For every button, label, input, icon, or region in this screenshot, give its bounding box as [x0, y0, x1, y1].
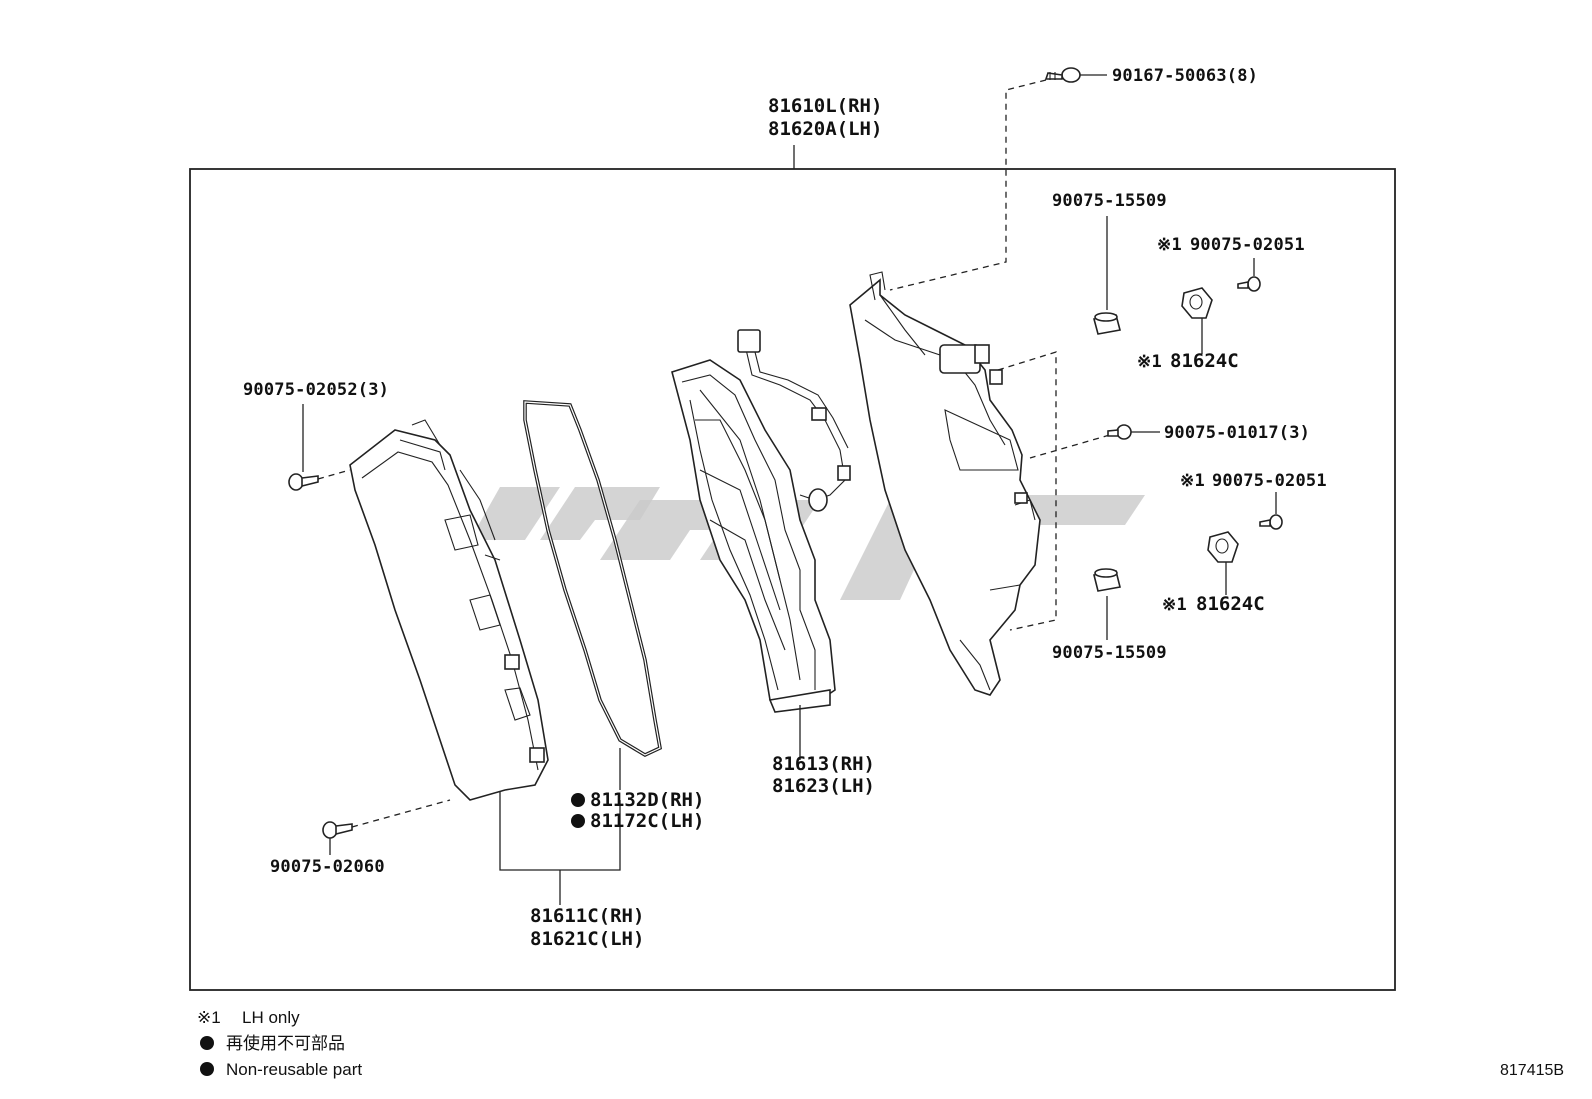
lamp-housing — [849, 271, 1041, 696]
screw-left-label: 90075-02052(3) — [243, 380, 389, 400]
screw-lh-lower-label: 90075-02051 — [1212, 471, 1327, 491]
legend-bullet-en — [200, 1062, 214, 1076]
nut-lower-icon — [1207, 531, 1239, 563]
nut-upper-label: 81624C — [1170, 350, 1239, 372]
screw-lh-upper-icon — [1237, 276, 1261, 292]
assembly-label-rh: 81610L(RH) — [768, 95, 882, 117]
screw-lh-upper-mark: ※1 — [1157, 235, 1182, 255]
grommet-upper-label: 90075-15509 — [1052, 191, 1167, 211]
legend-nonreusable-en: Non-reusable part — [226, 1060, 362, 1079]
legend: ※1 LH only 再使用不可部品 Non-reusable part — [197, 1008, 362, 1079]
grommet-upper-icon — [1093, 312, 1121, 335]
nut-upper-mark: ※1 — [1137, 352, 1162, 372]
legend-note1-text: LH only — [242, 1008, 300, 1027]
legend-bullet-jp — [200, 1036, 214, 1050]
assembly-frame — [189, 168, 1396, 991]
gasket-rh-nonreusable-dot — [571, 793, 585, 807]
screw-left-icon — [288, 473, 319, 491]
grommet-lower-icon — [1093, 568, 1121, 592]
legend-nonreusable-jp: 再使用不可部品 — [226, 1033, 345, 1053]
screw-top-icon — [1044, 67, 1081, 83]
nut-lower-mark: ※1 — [1162, 595, 1187, 615]
screw-mid-icon — [1107, 424, 1132, 440]
legend-note1-mark: ※1 — [197, 1008, 221, 1027]
gasket-lh-nonreusable-dot — [571, 814, 585, 828]
lens — [349, 419, 549, 801]
assembly-label-lh: 81620A(LH) — [768, 118, 882, 140]
grommet-lower-label: 90075-15509 — [1052, 643, 1167, 663]
screw-mid-label: 90075-01017(3) — [1164, 423, 1310, 443]
screw-lh-lower-icon — [1259, 514, 1283, 530]
illustration-code: 817415B — [1500, 1062, 1564, 1079]
reflector-label-rh: 81613(RH) — [772, 753, 875, 775]
nut-lower-label: 81624C — [1196, 593, 1265, 615]
lens-label-rh: 81611C(RH) — [530, 905, 644, 927]
reflector-label-lh: 81623(LH) — [772, 775, 875, 797]
reflector — [671, 329, 851, 713]
screw-bottom-label: 90075-02060 — [270, 857, 385, 877]
gasket-label-lh: 81172C(LH) — [590, 810, 704, 832]
screw-top-label: 90167-50063(8) — [1112, 66, 1258, 86]
nut-upper-icon — [1181, 287, 1213, 319]
screw-lh-lower-mark: ※1 — [1180, 471, 1205, 491]
screw-lh-upper-label: 90075-02051 — [1190, 235, 1305, 255]
gasket — [523, 400, 663, 758]
lens-label-lh: 81621C(LH) — [530, 928, 644, 950]
screw-bottom-icon — [322, 821, 353, 839]
gasket-label-rh: 81132D(RH) — [590, 789, 704, 811]
